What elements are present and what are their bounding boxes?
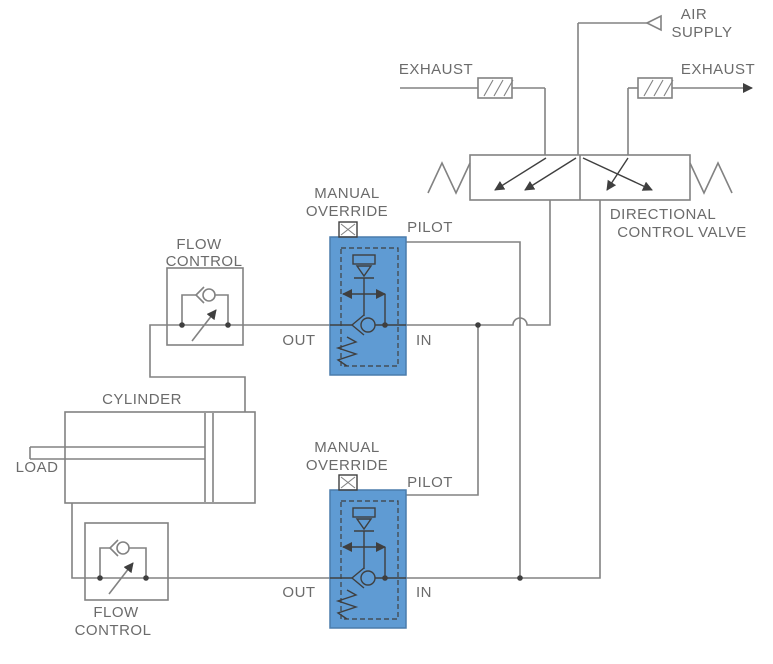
label-pilot-bottom: PILOT (407, 474, 453, 491)
label-manual-override-bottom-2: OVERRIDE (306, 457, 388, 474)
label-out-bottom: OUT (282, 584, 315, 601)
label-out-top: OUT (282, 332, 315, 349)
label-exhaust-left: EXHAUST (399, 61, 473, 78)
muffler-hatch (653, 79, 664, 97)
bypass-line (99, 547, 147, 578)
check-valve-seat (194, 286, 205, 304)
muffler-hatch (483, 79, 494, 97)
label-exhaust-right: EXHAUST (681, 61, 755, 78)
label-pilot-top: PILOT (407, 219, 453, 236)
label-air-supply-2: SUPPLY (671, 24, 732, 41)
air-supply-triangle-icon (645, 14, 662, 32)
flow-control-top (166, 267, 244, 346)
label-flow-control-top-2: CONTROL (166, 253, 243, 270)
label-cylinder: CYLINDER (102, 391, 182, 408)
cylinder-cap-line (149, 324, 246, 412)
junction-dot (179, 322, 185, 328)
label-manual-override-top-2: OVERRIDE (306, 203, 388, 220)
dcv-flow-arrow (494, 157, 547, 191)
dcv-flow-arrow (606, 157, 629, 191)
label-flow-control-bottom-2: CONTROL (75, 622, 152, 639)
cylinder-assembly (29, 411, 256, 504)
cylinder-rod-line (71, 503, 85, 579)
directional-control-valve (427, 154, 733, 201)
label-flow-control-top-1: FLOW (176, 236, 222, 253)
dcv-spring-left (427, 161, 471, 195)
muffler-hatch (493, 79, 504, 97)
label-in-bottom: IN (416, 584, 432, 601)
label-manual-override-bottom-1: MANUAL (314, 439, 380, 456)
throttle-arrow (108, 562, 134, 595)
port-a-line (406, 200, 551, 326)
junction-dot (97, 575, 103, 581)
pilot-line-bottom (406, 325, 479, 496)
junction-dot (143, 575, 149, 581)
junction-dot (517, 575, 523, 581)
po-check-valve-bottom (330, 475, 406, 628)
check-valve-ball (116, 541, 130, 555)
cylinder-body (64, 411, 256, 504)
port-b-line (406, 200, 601, 579)
pipe-junctions (475, 322, 523, 581)
muffler-body (477, 77, 513, 99)
bypass-line (181, 294, 229, 325)
flow-control-body (84, 522, 169, 601)
label-in-top: IN (416, 332, 432, 349)
label-air-supply-1: AIR (681, 6, 708, 23)
flow-control-body (166, 267, 244, 346)
muffler-right (637, 77, 674, 99)
label-manual-override-top-1: MANUAL (314, 185, 380, 202)
label-dcv-2: CONTROL VALVE (617, 224, 747, 241)
po-check-valve-top (330, 222, 406, 375)
label-load: LOAD (16, 459, 59, 476)
junction-dot (225, 322, 231, 328)
label-flow-control-bottom-1: FLOW (93, 604, 139, 621)
throttle-arrow (191, 309, 217, 342)
check-valve-seat (108, 539, 119, 557)
check-valve-ball (202, 288, 216, 302)
junction-dot (475, 322, 481, 328)
dcv-spring-right (689, 161, 733, 195)
pilot-line-top (406, 241, 521, 578)
dcv-flow-arrow (524, 157, 577, 191)
labels: AIR SUPPLY EXHAUST EXHAUST DIRECTIONAL C… (16, 6, 755, 639)
muffler-left (477, 77, 514, 99)
muffler-body (637, 77, 673, 99)
label-dcv-1: DIRECTIONAL (610, 206, 716, 223)
flow-control-bottom (84, 522, 169, 601)
muffler-hatch (643, 79, 654, 97)
muffler-hatch (503, 79, 514, 97)
piping-lines (71, 14, 753, 579)
muffler-hatch (663, 79, 674, 97)
